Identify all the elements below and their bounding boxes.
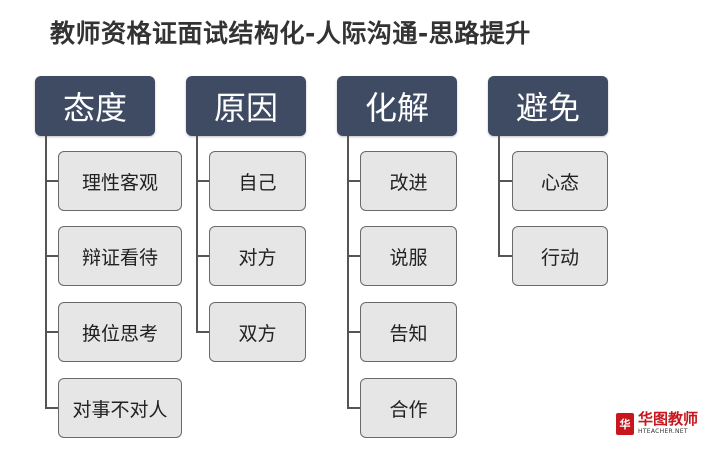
column-heading: 化解 [337, 76, 457, 136]
logo-mark-icon: 华 [616, 412, 634, 435]
connector-branch [45, 331, 58, 333]
connector-line [347, 136, 349, 409]
item-box: 改进 [360, 151, 457, 211]
logo: 华 华图教师 HTEACHER.NET [616, 412, 698, 435]
column-heading: 态度 [35, 76, 155, 136]
item-box: 对事不对人 [58, 378, 182, 438]
item-box: 告知 [360, 302, 457, 362]
connector-branch [498, 180, 512, 182]
connector-branch [196, 331, 209, 333]
connector-line [196, 136, 198, 333]
connector-branch [347, 180, 360, 182]
connector-branch [498, 255, 512, 257]
connector-branch [347, 407, 360, 409]
connector-branch [45, 180, 58, 182]
logo-site: HTEACHER.NET [638, 428, 688, 435]
column-heading: 避免 [488, 76, 608, 136]
connector-branch [45, 407, 58, 409]
connector-branch [196, 180, 209, 182]
connector-branch [45, 255, 58, 257]
connector-branch [196, 255, 209, 257]
item-box: 行动 [512, 226, 608, 286]
item-box: 换位思考 [58, 302, 182, 362]
page-title: 教师资格证面试结构化-人际沟通-思路提升 [50, 19, 531, 48]
item-box: 合作 [360, 378, 457, 438]
item-box: 说服 [360, 226, 457, 286]
logo-name: 华图教师 [638, 410, 699, 428]
column-heading: 原因 [186, 76, 306, 136]
connector-branch [347, 331, 360, 333]
connector-line [498, 136, 500, 257]
item-box: 自己 [209, 151, 306, 211]
item-box: 理性客观 [58, 151, 182, 211]
connector-line [45, 136, 47, 409]
connector-branch [347, 255, 360, 257]
item-box: 对方 [209, 226, 306, 286]
item-box: 心态 [512, 151, 608, 211]
item-box: 双方 [209, 302, 306, 362]
item-box: 辩证看待 [58, 226, 182, 286]
